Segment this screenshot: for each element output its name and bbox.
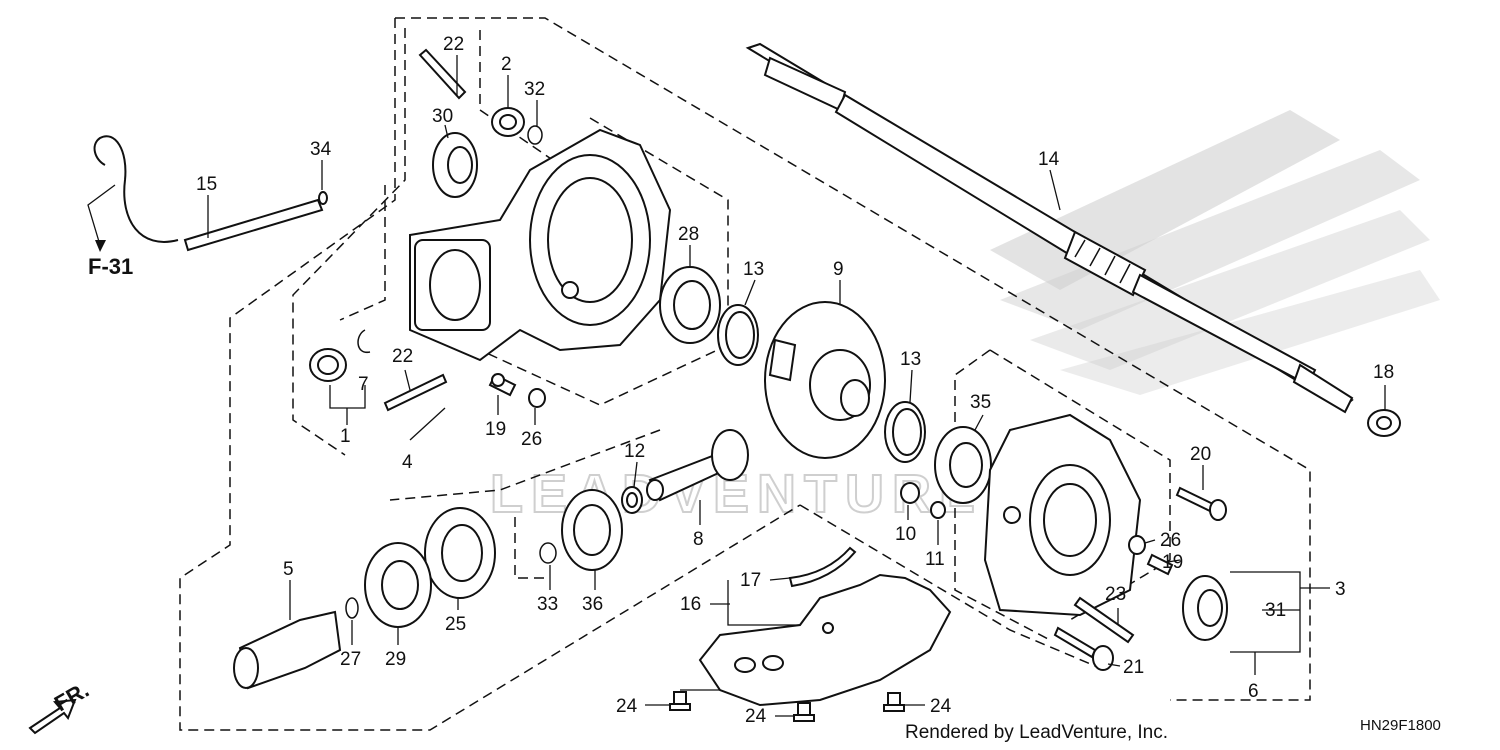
callout-3: 3	[1335, 579, 1346, 600]
bolt-24-right	[883, 692, 905, 712]
callout-36: 36	[582, 594, 603, 615]
callout-24-left: 24	[616, 696, 638, 717]
outline-case-left	[292, 28, 406, 456]
callout-33: 33	[537, 594, 558, 615]
callout-16: 16	[680, 594, 701, 615]
outline-top-bracket	[479, 30, 561, 166]
tube-17	[788, 546, 857, 588]
callout-25: 25	[445, 614, 466, 635]
bolt-20	[1175, 486, 1227, 521]
callout-27: 27	[340, 649, 361, 670]
shim-13-upper	[717, 304, 759, 366]
bolt-19-right	[1146, 553, 1174, 576]
nut-18	[1367, 409, 1401, 437]
reference-label: F-31	[88, 254, 133, 279]
callout-35: 35	[970, 392, 991, 413]
callout-28: 28	[678, 224, 699, 245]
callout-17: 17	[740, 570, 761, 591]
callout-26-left: 26	[521, 429, 542, 450]
callout-13-upper: 13	[743, 259, 764, 280]
callout-6: 6	[1248, 681, 1259, 702]
callout-18: 18	[1373, 362, 1394, 383]
skid-plate-16	[698, 573, 952, 707]
callout-5: 5	[283, 559, 294, 580]
callout-23: 23	[1105, 584, 1126, 605]
callout-32: 32	[524, 79, 545, 100]
bearing-36	[561, 489, 623, 571]
callout-24-middle: 24	[745, 706, 767, 727]
outline-bottom	[799, 504, 1101, 669]
callout-22-top: 22	[443, 34, 464, 55]
nut-29	[364, 542, 432, 628]
pinion-gear-8	[646, 429, 749, 502]
bolt-21	[1053, 626, 1114, 671]
oil-seal-30	[432, 132, 478, 198]
callout-12: 12	[624, 441, 645, 462]
gear-case-cover	[983, 413, 1142, 617]
leader-lines	[207, 55, 1386, 717]
circlip-27	[345, 597, 359, 619]
callouts: 22 2 32 30 34 15 28 13 9 14 13 35 18 20 …	[196, 34, 1394, 727]
callout-8: 8	[693, 529, 704, 550]
callout-31: 31	[1265, 600, 1286, 621]
callout-2: 2	[501, 54, 512, 75]
axle-shaft	[745, 42, 1354, 414]
callout-11: 11	[925, 549, 945, 570]
bearing-35	[934, 426, 992, 504]
callout-29: 29	[385, 649, 406, 670]
oring-32	[527, 125, 543, 145]
shim-12	[621, 486, 643, 514]
outline-bearing	[514, 517, 545, 579]
joint-5	[233, 610, 342, 690]
bolt-24-left	[669, 691, 691, 711]
diagram-code: HN29F1800	[1360, 717, 1441, 734]
final-gear-case	[409, 128, 672, 362]
callout-10: 10	[895, 524, 916, 545]
outline-main-left	[179, 18, 801, 731]
reference-f31: F-31	[87, 184, 133, 279]
callout-14: 14	[1038, 149, 1060, 170]
callout-24-right: 24	[930, 696, 952, 717]
callout-26-right: 26	[1160, 530, 1181, 551]
callout-7: 7	[358, 374, 369, 395]
callout-15: 15	[196, 174, 217, 195]
callout-21: 21	[1123, 657, 1144, 678]
outline-mid	[389, 429, 661, 501]
outline-hose	[339, 185, 386, 321]
direction-indicator: FR.	[28, 677, 93, 735]
ring-gear-9	[764, 301, 886, 459]
bolt-24-middle	[793, 702, 815, 722]
washer-26-left	[528, 388, 546, 408]
callout-20: 20	[1190, 444, 1211, 465]
stud-22-top	[418, 48, 467, 100]
plug-2	[491, 107, 525, 137]
bolt-19-left	[488, 373, 517, 397]
circlip-7	[357, 329, 371, 353]
needle-bearing-1	[309, 348, 347, 382]
washer-11	[930, 501, 946, 519]
bearing-25	[424, 507, 496, 599]
callout-19-right: 19	[1162, 552, 1183, 573]
callout-13-lower: 13	[900, 349, 921, 370]
callout-30: 30	[432, 106, 453, 127]
circlip-33	[539, 542, 557, 564]
footer-credit: Rendered by LeadVenture, Inc.	[905, 722, 1168, 743]
callout-19-left: 19	[485, 419, 506, 440]
callout-34: 34	[310, 139, 332, 160]
stud-23	[1073, 596, 1135, 644]
washer-26-right	[1128, 535, 1146, 555]
callout-9: 9	[833, 259, 844, 280]
callout-4: 4	[402, 452, 413, 473]
callout-22-lower: 22	[392, 346, 413, 367]
oil-seal-31	[1182, 575, 1228, 641]
breather-hose	[93, 135, 328, 252]
outline-main-top	[395, 17, 1311, 701]
bearing-28	[659, 266, 721, 344]
shim-13-lower	[884, 401, 926, 463]
callout-1: 1	[340, 426, 351, 447]
washer-10	[900, 482, 920, 504]
stud-22-lower	[383, 373, 448, 412]
